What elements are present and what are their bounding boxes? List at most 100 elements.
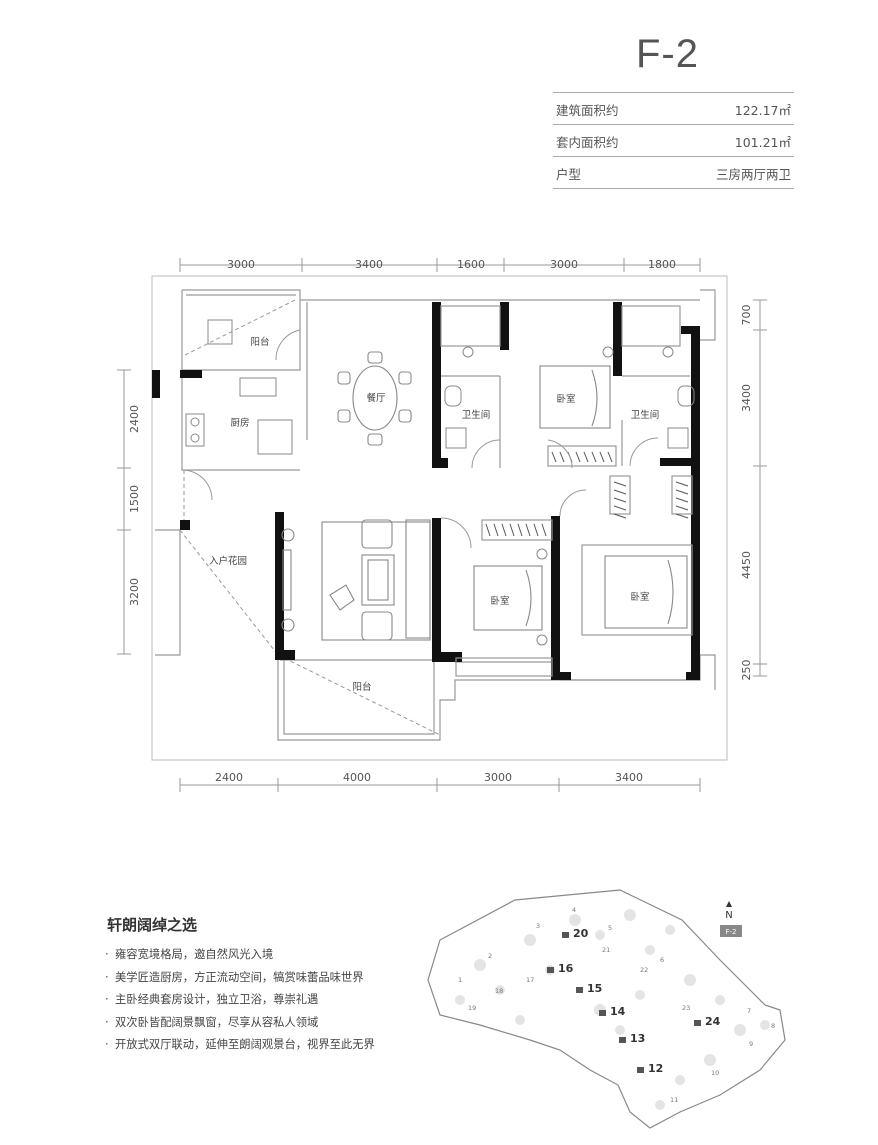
unit-tag: F-2: [725, 928, 736, 936]
spec-value: 101.21㎡: [734, 135, 791, 150]
feature-item: ·美学匠造厨房，方正流动空间，犒赏味蕾品味世界: [105, 970, 364, 984]
feature-text: 开放式双厅联动，延伸至朗阔观景台，视界至此无界: [115, 1038, 375, 1051]
dim-left-3: 3200: [128, 578, 141, 606]
building-block-icon: [619, 1037, 626, 1043]
living-room-furniture: [281, 519, 431, 641]
building-number: 17: [526, 976, 534, 984]
dim-top-3: 1600: [457, 258, 485, 271]
feature-text: 美学匠造厨房，方正流动空间，犒赏味蕾品味世界: [115, 970, 364, 984]
dim-left-2: 1500: [128, 485, 141, 513]
beds: [473, 365, 688, 631]
room-label-balcony-bottom: 阳台: [352, 681, 371, 693]
feature-item: ·雍容宽境格局，邀自然风光入境: [105, 948, 274, 961]
room-label-entrance-garden: 入户花园: [209, 555, 247, 567]
building-number: 7: [747, 1007, 751, 1015]
room-label-bath2: 卫生间: [631, 409, 660, 421]
north-indicator: N F-2: [720, 901, 742, 937]
building-number: 10: [711, 1069, 719, 1077]
unit-tag-bg: [720, 925, 742, 937]
door-swings: [181, 329, 659, 549]
dim-right-1: 700: [740, 305, 753, 326]
room-label-kitchen: 厨房: [230, 417, 249, 429]
building-number: 18: [495, 987, 503, 995]
building-block-icon: [562, 932, 569, 938]
building-number: 2: [488, 952, 492, 960]
spec-row-net-area: 套内面积约 101.21㎡: [553, 124, 794, 156]
feature-item: ·主卧经典套房设计，独立卫浴，尊崇礼遇: [105, 993, 319, 1006]
spec-row-gross-area: 建筑面积约 122.17㎡: [553, 92, 794, 124]
interior-partitions: [440, 305, 693, 677]
feature-item: ·开放式双厅联动，延伸至朗阔观景台，视界至此无界: [105, 1038, 375, 1051]
building-number: 22: [640, 966, 648, 974]
dim-top-2: 3400: [355, 258, 383, 271]
unit-code-title: F-2: [636, 32, 699, 76]
building-block-icon: [576, 987, 583, 993]
building-number: 3: [536, 922, 540, 930]
dim-bottom-3: 3000: [484, 771, 512, 784]
spec-table: 建筑面积约 122.17㎡ 套内面积约 101.21㎡ 户型 三房两厅两卫: [553, 92, 794, 189]
north-arrow-icon: [726, 901, 732, 907]
balcony-dashes: [179, 299, 441, 736]
feature-text: 双次卧皆配阔景飘窗，尽享从容私人领域: [115, 1015, 319, 1029]
building-number-highlight: 16: [558, 962, 574, 975]
features-title: 轩朗阔绰之选: [107, 916, 198, 934]
dim-top-1: 3000: [227, 258, 255, 271]
dim-bottom-2: 4000: [343, 771, 371, 784]
room-label-bath1: 卫生间: [462, 409, 491, 421]
feature-text: 主卧经典套房设计，独立卫浴，尊崇礼遇: [115, 993, 319, 1006]
building-number: 11: [670, 1096, 678, 1104]
building-block-icon: [637, 1067, 644, 1073]
building-number: 9: [749, 1040, 753, 1048]
dim-left-1: 2400: [128, 405, 141, 433]
site-boundary: [427, 889, 786, 1129]
site-plan: N F-2 2016151413122412345678910111718192…: [427, 889, 786, 1129]
landscape-dots: [455, 909, 770, 1110]
room-label-bedroom1: 卧室: [556, 393, 575, 405]
building-number: 5: [608, 924, 612, 932]
spec-value: 三房两厅两卫: [715, 167, 791, 182]
dim-right-4: 250: [740, 660, 753, 681]
building-number: 1: [458, 976, 462, 984]
spec-row-layout: 户型 三房两厅两卫: [553, 156, 794, 189]
building-number-highlight: 12: [648, 1062, 663, 1075]
building-number-highlight: 24: [705, 1015, 721, 1028]
dim-top-5: 1800: [648, 258, 676, 271]
room-label-balcony-top: 阳台: [250, 336, 269, 348]
building-block-icon: [694, 1020, 701, 1026]
building-block-icon: [547, 967, 554, 973]
feature-list: ·雍容宽境格局，邀自然风光入境 ·美学匠造厨房，方正流动空间，犒赏味蕾品味世界 …: [105, 946, 375, 1059]
building-number: 19: [468, 1004, 476, 1012]
building-block-icon: [599, 1010, 606, 1016]
structural-walls: [152, 302, 700, 680]
room-label-bedroom3: 卧室: [630, 591, 649, 603]
bathroom-fixtures: [444, 346, 695, 646]
building-number: 4: [572, 906, 576, 914]
building-number: 8: [771, 1022, 775, 1030]
feature-item: ·双次卧皆配阔景飘窗，尽享从容私人领域: [105, 1015, 319, 1029]
dim-right-3: 4450: [740, 551, 753, 579]
building-number-highlight: 14: [610, 1005, 626, 1018]
dim-bottom-4: 3400: [615, 771, 643, 784]
building-number: 21: [602, 946, 610, 954]
spec-label: 建筑面积约: [556, 103, 619, 118]
floor-plan: 3000 3400 1600 3000 1800 2400 4000 3000 …: [117, 258, 767, 792]
north-label: N: [725, 910, 732, 921]
room-label-bedroom2: 卧室: [490, 595, 509, 607]
wardrobes: [485, 451, 689, 537]
building-number-highlight: 13: [630, 1032, 645, 1045]
dining-table: [337, 351, 412, 446]
room-label-dining: 餐厅: [366, 392, 386, 404]
dim-right-2: 3400: [740, 384, 753, 412]
dimension-lines: [117, 258, 767, 792]
dim-bottom-1: 2400: [215, 771, 243, 784]
building-number: 6: [660, 956, 664, 964]
building-number-highlight: 15: [587, 982, 602, 995]
thin-walls: [155, 289, 716, 741]
kitchen-fixtures: [185, 319, 293, 455]
building-number: 23: [682, 1004, 690, 1012]
spec-label: 套内面积约: [556, 135, 619, 150]
building-number-highlight: 20: [573, 927, 589, 940]
dim-top-4: 3000: [550, 258, 578, 271]
spec-label: 户型: [556, 167, 582, 182]
